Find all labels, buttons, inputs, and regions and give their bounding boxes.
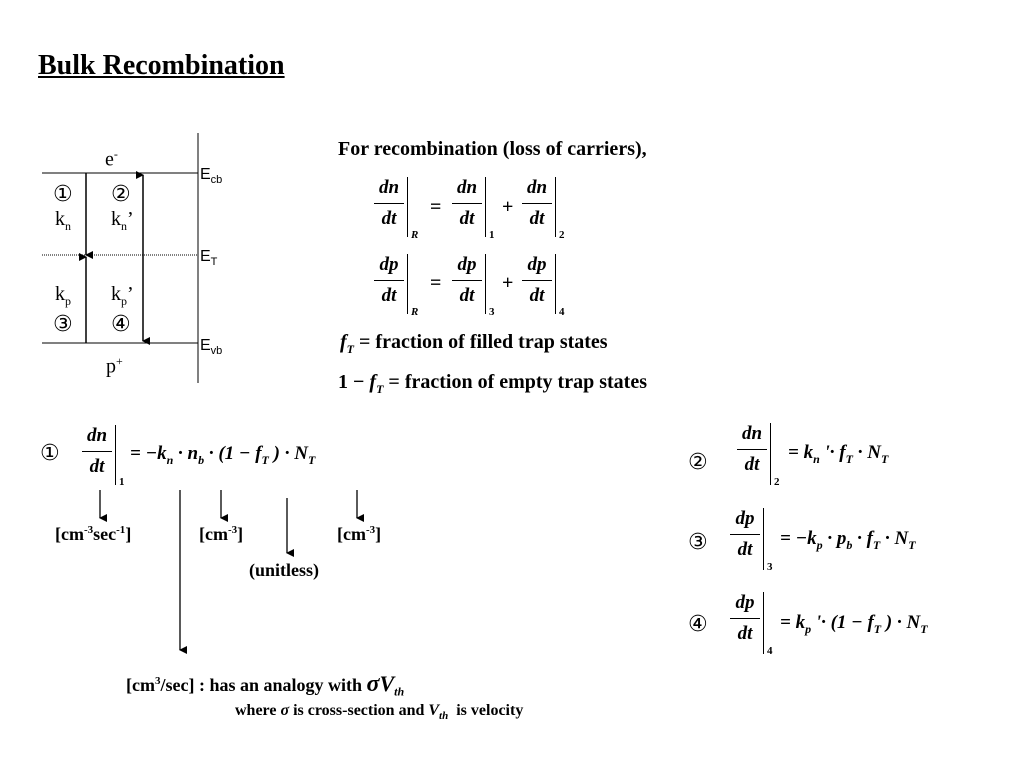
- process-3-marker: ③: [53, 312, 73, 337]
- kn-label: kn: [55, 208, 71, 233]
- evb-label: Evb: [200, 337, 223, 358]
- intro-text: For recombination (loss of carriers),: [338, 138, 647, 160]
- kn-prime-label: kn’: [111, 208, 134, 233]
- process-1-marker: ①: [53, 182, 73, 207]
- ft-definition: fT = fraction of filled trap states: [340, 331, 608, 356]
- unit-concentration-nb: [cm-3]: [199, 524, 244, 544]
- unit-concentration-nt: [cm-3]: [337, 524, 382, 544]
- process-2-marker: ②: [111, 182, 131, 207]
- unit-rate: [cm-3sec-1]: [55, 524, 132, 544]
- et-label: ET: [200, 248, 218, 269]
- kp-label: kp: [55, 283, 71, 308]
- process-4-marker: ④: [111, 312, 131, 337]
- analogy-text: [cm3/sec] : has an analogy with σVth: [126, 671, 405, 699]
- one-minus-ft-definition: 1 − fT = fraction of empty trap states: [338, 371, 647, 396]
- where-text: where σ is cross-section and Vth is velo…: [235, 702, 524, 723]
- kp-prime-label: kp’: [111, 283, 134, 308]
- unit-unitless: (unitless): [249, 560, 320, 580]
- electron-label: e-: [105, 147, 118, 171]
- slide-title: Bulk Recombination: [38, 50, 285, 81]
- hole-label: p+: [106, 354, 123, 378]
- ecb-label: Ecb: [200, 166, 223, 187]
